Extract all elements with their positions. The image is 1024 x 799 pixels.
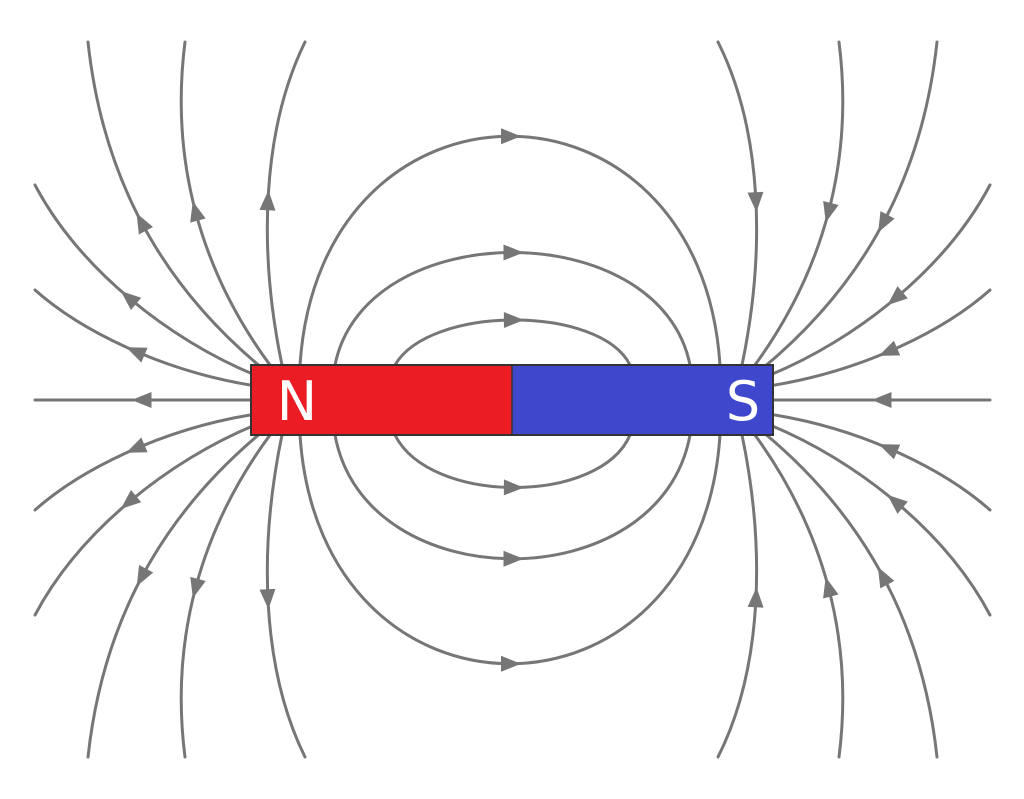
- field-line-left-top-2: [33, 183, 257, 377]
- south-pole-label: S: [726, 370, 760, 433]
- arrowhead-icon: [120, 291, 142, 311]
- south-pole: [512, 365, 773, 435]
- north-pole: [251, 365, 512, 435]
- arrowhead-icon: [871, 392, 892, 408]
- field-line-left-bottom-1: [33, 413, 252, 512]
- arrowhead-icon: [136, 564, 154, 587]
- field-line-left-bottom-2: [33, 423, 257, 617]
- arrowhead-icon: [887, 494, 908, 514]
- field-line-left-top-4: [179, 40, 272, 367]
- arrowhead-icon: [259, 588, 276, 610]
- field-line-right-bottom-5: [716, 433, 759, 759]
- bar-magnet: N S: [250, 364, 774, 436]
- arrowhead-icon: [747, 587, 764, 608]
- arrowhead-icon: [190, 201, 206, 223]
- field-line-inner-top-1: [393, 318, 632, 367]
- arrowhead-icon: [259, 190, 276, 211]
- field-direction-arrows: [120, 128, 908, 672]
- field-line-left-top-1: [33, 288, 252, 387]
- arrowhead-icon: [503, 550, 524, 567]
- field-line-right-top-5: [716, 40, 759, 367]
- arrowhead-icon: [501, 655, 521, 672]
- field-line-inner-bottom-2: [333, 433, 692, 561]
- field-line-left-top-3: [86, 40, 264, 370]
- field-line-left-top-5: [265, 40, 307, 367]
- arrowhead-icon: [878, 340, 901, 356]
- field-line-inner-bottom-3: [298, 433, 722, 666]
- field-line-right-top-1: [773, 288, 992, 387]
- arrowhead-icon: [136, 213, 153, 235]
- arrowhead-icon: [126, 347, 148, 363]
- arrowhead-icon: [747, 191, 764, 213]
- field-line-inner-bottom-1: [393, 433, 632, 489]
- arrowhead-icon: [887, 286, 908, 306]
- north-pole-label: N: [277, 370, 317, 433]
- arrowhead-icon: [823, 200, 839, 223]
- arrowhead-icon: [120, 489, 142, 509]
- field-line-left-bottom-4: [179, 433, 272, 759]
- arrowhead-icon: [503, 479, 524, 496]
- arrowhead-icon: [126, 437, 148, 453]
- arrowhead-icon: [131, 392, 152, 408]
- arrowhead-icon: [190, 576, 206, 599]
- arrowhead-icon: [878, 211, 895, 233]
- arrowhead-icon: [878, 444, 901, 460]
- arrowhead-icon: [877, 566, 895, 589]
- field-line-right-top-3: [761, 40, 939, 370]
- arrowhead-icon: [823, 577, 839, 599]
- field-line-left-bottom-3: [86, 430, 264, 759]
- arrowhead-icon: [501, 128, 521, 145]
- field-line-right-bottom-1: [773, 413, 992, 512]
- field-line-right-bottom-3: [761, 430, 939, 759]
- field-line-inner-top-2: [333, 251, 692, 367]
- arrowhead-icon: [503, 312, 524, 329]
- arrowhead-icon: [503, 244, 524, 261]
